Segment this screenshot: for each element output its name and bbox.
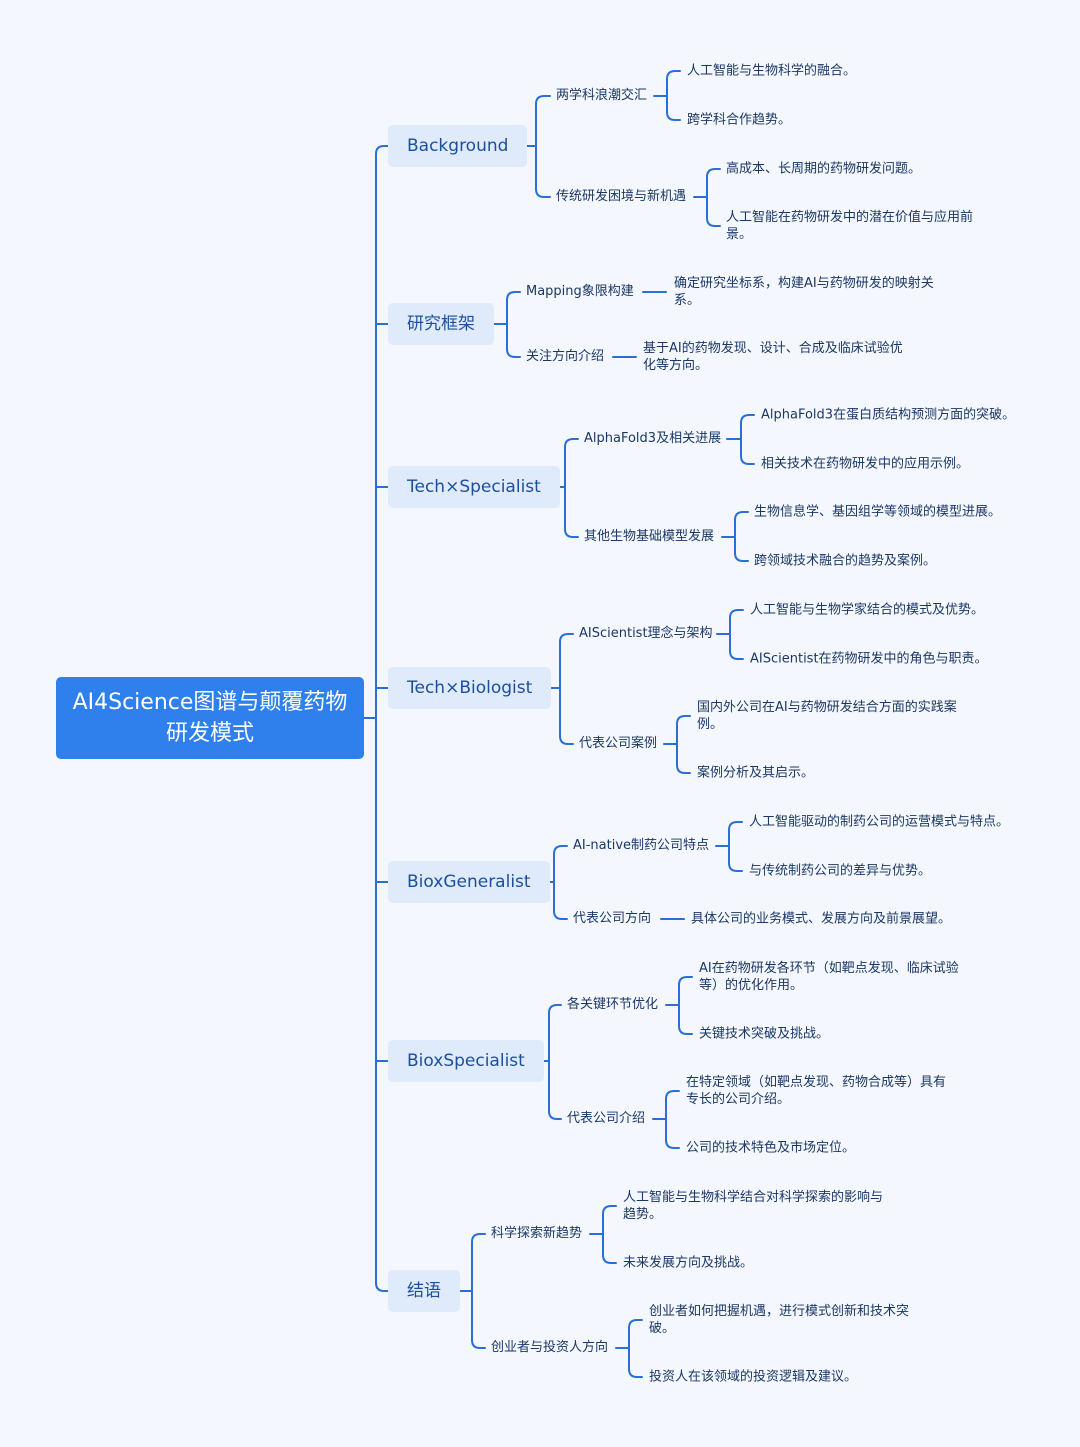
connector-line bbox=[628, 1319, 643, 1329]
connector-line bbox=[548, 1004, 562, 1014]
connector-line bbox=[564, 528, 579, 538]
branch-conclusion[interactable]: 结语 bbox=[388, 1270, 460, 1312]
leaf-topic[interactable]: 人工智能在药物研发中的潜在价值与应用前景。 bbox=[726, 210, 974, 242]
connector-line bbox=[676, 764, 691, 774]
connector-line bbox=[602, 1254, 617, 1264]
leaf-topic[interactable]: 公司的技术特色及市场定位。 bbox=[686, 1140, 856, 1156]
branch-label: 结语 bbox=[407, 1281, 441, 1301]
connector-line bbox=[734, 552, 749, 562]
leaf-topic[interactable]: AI在药物研发各环节（如靶点发现、临床试验等）的优化作用。 bbox=[699, 961, 959, 993]
branch-background[interactable]: Background bbox=[388, 125, 528, 167]
subtopic[interactable]: 代表公司案例 bbox=[579, 736, 658, 751]
connector-line bbox=[729, 609, 744, 619]
leaf-topic[interactable]: 生物信息学、基因组学等领域的模型进展。 bbox=[754, 504, 1002, 520]
connector-line bbox=[728, 862, 743, 872]
connector-line bbox=[676, 715, 691, 725]
connector-line bbox=[666, 111, 681, 121]
root-topic[interactable]: AI4Science图谱与颠覆药物研发模式 bbox=[56, 677, 364, 759]
subtopic[interactable]: 代表公司介绍 bbox=[567, 1111, 646, 1126]
leaf-topic[interactable]: 具体公司的业务模式、发展方向及前景展望。 bbox=[691, 911, 952, 927]
leaf-topic[interactable]: 确定研究坐标系，构建AI与药物研发的映射关系。 bbox=[674, 276, 934, 308]
branch-label: Tech×Biologist bbox=[407, 678, 533, 698]
subtopic[interactable]: 关注方向介绍 bbox=[526, 349, 605, 364]
leaf-topic[interactable]: 人工智能与生物科学结合对科学探索的影响与趋势。 bbox=[623, 1190, 884, 1222]
connector-line bbox=[375, 145, 389, 155]
connector-line bbox=[665, 1139, 680, 1149]
leaf-topic[interactable]: 案例分析及其启示。 bbox=[697, 765, 815, 781]
branch-label: BioxGeneralist bbox=[407, 872, 531, 892]
connector-line bbox=[535, 188, 551, 198]
branch-label: BioxSpecialist bbox=[407, 1051, 525, 1071]
leaf-topic[interactable]: 人工智能与生物学家结合的模式及优势。 bbox=[750, 602, 985, 618]
connector-line bbox=[678, 976, 693, 986]
connector-line bbox=[471, 1233, 486, 1243]
root-topic-label: AI4Science图谱与颠覆药物研发模式 bbox=[72, 690, 348, 746]
connector-line bbox=[548, 1110, 562, 1120]
subtopic[interactable]: 传统研发困境与新机遇 bbox=[556, 189, 687, 204]
branch-research-framework[interactable]: 研究框架 bbox=[388, 303, 494, 345]
leaf-topic[interactable]: 创业者如何把握机遇，进行模式创新和技术突破。 bbox=[649, 1304, 910, 1336]
connector-line bbox=[706, 217, 721, 227]
subtopic[interactable]: 科学探索新趋势 bbox=[491, 1226, 583, 1241]
subtopic[interactable]: Mapping象限构建 bbox=[526, 284, 634, 299]
leaf-topic[interactable]: 跨领域技术融合的趋势及案例。 bbox=[754, 553, 937, 569]
subtopic[interactable]: 创业者与投资人方向 bbox=[491, 1340, 609, 1355]
leaf-topic[interactable]: AIScientist在药物研发中的角色与职责。 bbox=[750, 651, 988, 667]
leaf-topic[interactable]: 基于AI的药物发现、设计、合成及临床试验优化等方向。 bbox=[643, 341, 903, 373]
subtopic[interactable]: 代表公司方向 bbox=[573, 911, 652, 926]
leaf-topic[interactable]: 未来发展方向及挑战。 bbox=[623, 1255, 754, 1271]
leaf-topic[interactable]: 高成本、长周期的药物研发问题。 bbox=[726, 161, 922, 177]
connector-line bbox=[471, 1339, 486, 1349]
leaf-topic[interactable]: 人工智能驱动的制药公司的运营模式与特点。 bbox=[749, 814, 1010, 830]
connector-line bbox=[506, 348, 521, 358]
leaf-topic[interactable]: 跨学科合作趋势。 bbox=[687, 112, 792, 128]
branch-tech-biologist[interactable]: Tech×Biologist bbox=[388, 667, 552, 709]
leaf-topic[interactable]: 在特定领域（如靶点发现、药物合成等）具有专长的公司介绍。 bbox=[686, 1075, 947, 1107]
leaf-topic[interactable]: AlphaFold3在蛋白质结构预测方面的突破。 bbox=[761, 407, 1016, 423]
connector-line bbox=[553, 910, 568, 920]
connector-line bbox=[553, 845, 568, 855]
connector-line bbox=[506, 291, 521, 301]
connector-line bbox=[740, 455, 755, 465]
subtopic[interactable]: AlphaFold3及相关进展 bbox=[584, 431, 722, 446]
connector-line bbox=[628, 1368, 643, 1378]
leaf-topic[interactable]: 相关技术在药物研发中的应用示例。 bbox=[761, 456, 970, 472]
subtopic[interactable]: AI-native制药公司特点 bbox=[573, 838, 710, 853]
subtopic[interactable]: AIScientist理念与架构 bbox=[579, 626, 713, 641]
branch-label: 研究框架 bbox=[407, 314, 475, 334]
connector-line bbox=[678, 1025, 693, 1035]
connector-line bbox=[559, 735, 574, 745]
connector-line bbox=[564, 438, 579, 448]
subtopic[interactable]: 其他生物基础模型发展 bbox=[584, 529, 715, 544]
subtopic[interactable]: 各关键环节优化 bbox=[567, 997, 659, 1012]
leaf-topic[interactable]: 关键技术突破及挑战。 bbox=[699, 1026, 830, 1042]
connector-line bbox=[602, 1205, 617, 1215]
connector-line bbox=[666, 70, 681, 80]
leaf-topic[interactable]: 国内外公司在AI与药物研发结合方面的实践案例。 bbox=[697, 700, 957, 732]
connector-line bbox=[706, 168, 721, 178]
branch-tech-specialist[interactable]: Tech×Specialist bbox=[388, 466, 560, 508]
branch-bio-generalist[interactable]: BioxGeneralist bbox=[388, 861, 550, 903]
branch-label: Tech×Specialist bbox=[407, 477, 541, 497]
connector-line bbox=[728, 821, 743, 831]
connector-line bbox=[740, 414, 755, 424]
connector-line bbox=[665, 1090, 680, 1100]
branch-label: Background bbox=[407, 136, 509, 156]
leaf-topic[interactable]: 投资人在该领域的投资逻辑及建议。 bbox=[649, 1369, 858, 1385]
connector-line bbox=[535, 95, 551, 105]
subtopic[interactable]: 两学科浪潮交汇 bbox=[556, 88, 648, 103]
connector-line bbox=[559, 633, 574, 643]
connector-line bbox=[375, 1282, 389, 1292]
connector-line bbox=[729, 650, 744, 660]
leaf-topic[interactable]: 与传统制药公司的差异与优势。 bbox=[749, 863, 932, 879]
leaf-topic[interactable]: 人工智能与生物科学的融合。 bbox=[687, 63, 857, 79]
branch-bio-specialist[interactable]: BioxSpecialist bbox=[388, 1040, 544, 1082]
connector-line bbox=[734, 511, 749, 521]
